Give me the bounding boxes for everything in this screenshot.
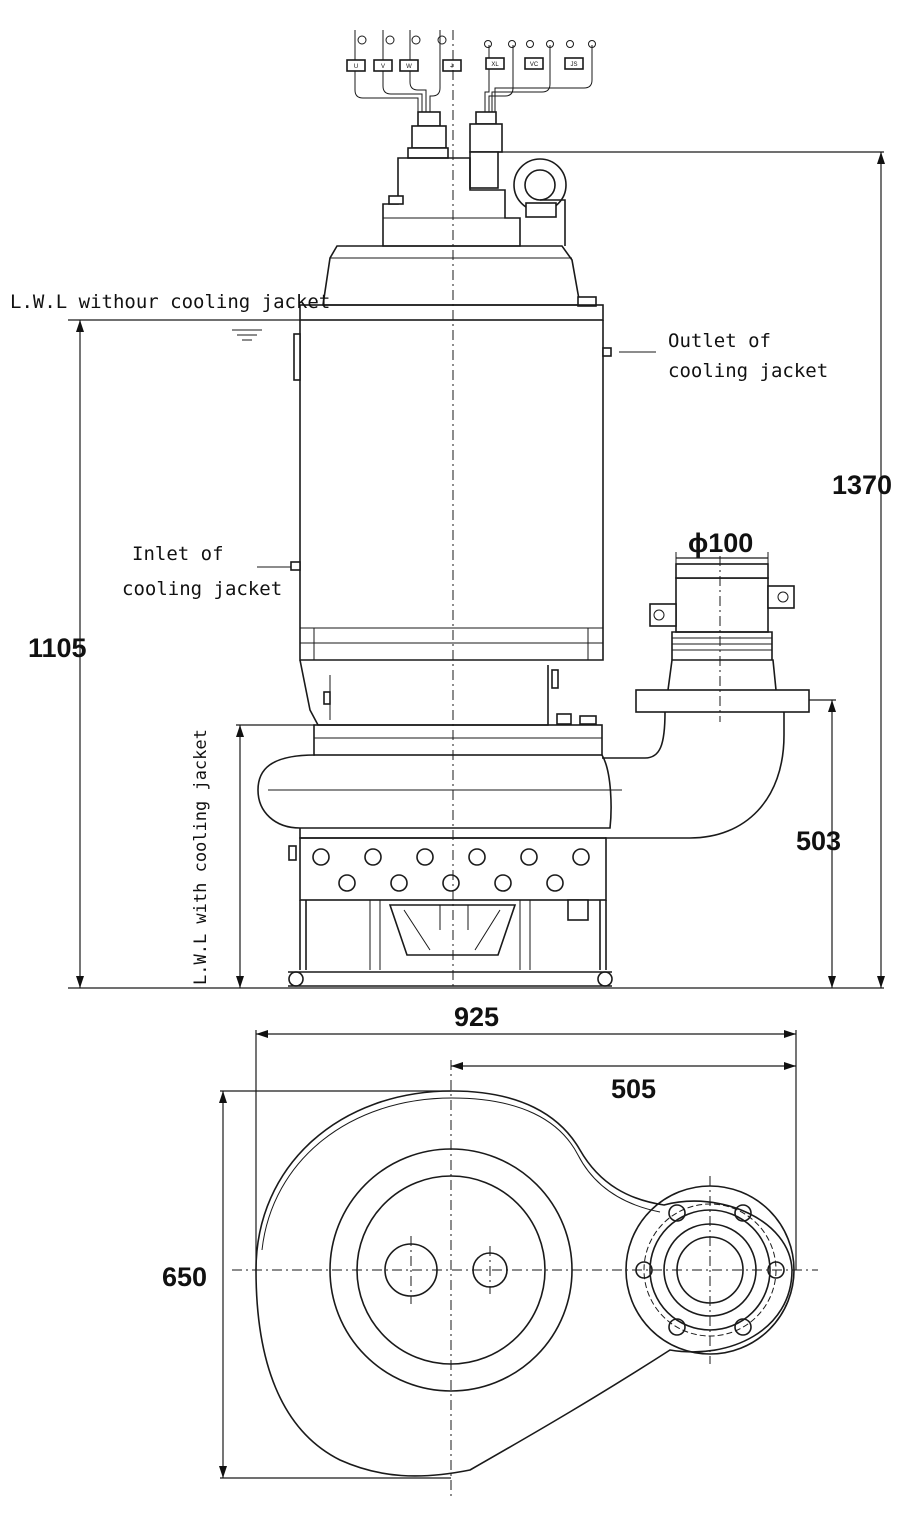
total-height-dim: 1370 [832,470,892,500]
lwl-without-label: L.W.L withour cooling jacket [10,291,330,313]
power-terminals: U V W ⏚ [346,59,462,72]
outlet-label-2: cooling jacket [668,360,828,382]
terminal-label: XL [491,62,499,68]
terminal-label: ⏚ [449,63,455,70]
inlet-label-2: cooling jacket [122,578,282,600]
terminal-label: U [354,64,358,70]
terminal-label: V [381,64,385,70]
lwl-with-label: L.W.L with cooling jacket [191,729,211,985]
overall-width-dimension [255,1030,797,1270]
terminal-label: W [406,64,412,70]
total-height-dimension [498,151,885,988]
pump-volute [257,659,785,839]
lwl-with-marker [236,724,315,988]
outlet-label-1: Outlet of [668,330,771,352]
discharge-flange [635,556,810,722]
elevation-view: U V W ⏚ XL VC JS [10,30,892,990]
lwl-height-dim: 1105 [28,633,87,663]
volute-outline [255,1090,793,1477]
inlet-label-1: Inlet of [132,543,224,565]
discharge-height-dimension [809,699,836,988]
terminal-label: JS [570,62,577,68]
discharge-offset-dim: 505 [611,1074,656,1104]
overall-width-dim: 925 [454,1002,499,1032]
motor-body [290,304,612,661]
terminal-label: VC [530,62,539,68]
overall-depth-dimension [219,1090,451,1479]
cable-glands [407,111,503,189]
control-terminals: XL VC JS [485,57,584,70]
discharge-diameter-dimension [675,552,769,566]
motor-top-housing [322,157,597,307]
overall-depth-dim: 650 [162,1262,207,1292]
lwl-without-marker [68,319,300,988]
strainer-stand [288,837,613,987]
discharge-offset-dimension [451,1062,796,1070]
discharge-height-dim: 503 [796,826,841,856]
plan-view: 925 505 650 [162,1002,818,1500]
discharge-diameter-dim: ϕ100 [688,528,753,558]
cable-harness: U V W ⏚ XL VC JS [346,30,596,112]
